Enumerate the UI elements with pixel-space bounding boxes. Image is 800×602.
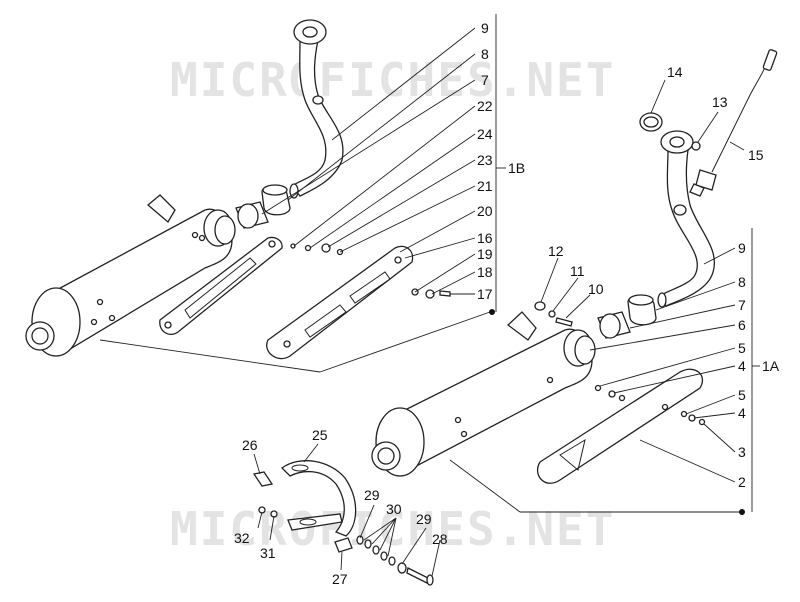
label-4-upper: 4 [738,358,746,374]
label-8-1a: 8 [738,274,746,290]
label-5-upper: 5 [738,340,746,356]
label-32: 32 [234,530,250,546]
label-31: 31 [260,545,276,561]
label-24: 24 [477,126,493,142]
muffler-1a [371,311,596,477]
heat-shield-1a [536,368,704,484]
label-9-1b: 9 [481,20,489,36]
label-1b: 1B [508,160,525,176]
label-29-right: 29 [416,511,432,527]
leader-lines-1b [99,14,506,373]
label-1a: 1A [762,358,780,374]
label-8-1b: 8 [481,46,489,62]
bolt-28 [406,567,434,586]
label-27: 27 [332,571,348,587]
label-30: 30 [386,501,402,517]
label-15: 15 [748,147,764,163]
label-18: 18 [477,264,493,280]
label-20: 20 [477,203,493,219]
label-7-1b: 7 [481,72,489,88]
hardware-1a-top [534,301,573,327]
label-7-1a: 7 [738,297,746,313]
muffler-1b [25,194,236,357]
nut-13 [691,141,701,151]
watermark-bottom: MICROFICHES.NET [170,502,615,556]
clamp-1b [261,184,291,216]
label-25: 25 [312,427,328,443]
label-11: 11 [570,263,585,279]
heat-shield-bracket-1b [159,236,283,335]
label-22: 22 [477,98,493,114]
leader-lines-1a [449,79,760,513]
label-28: 28 [432,531,448,547]
label-23: 23 [477,152,493,168]
watermark-top: MICROFICHES.NET [170,53,615,107]
label-16: 16 [477,230,493,246]
leader-dot-1b [489,309,495,315]
heat-shield-1b [266,245,414,360]
leader-dot-1a [739,509,745,515]
clamp-1a [627,294,657,326]
washers-30 [356,535,407,574]
label-9-1a: 9 [738,240,746,256]
gasket-1b [235,201,269,229]
label-26: 26 [242,437,258,453]
label-3: 3 [738,444,746,460]
label-6: 6 [738,317,746,333]
label-2: 2 [738,474,746,490]
label-4-lower: 4 [738,405,746,421]
spacer-27 [334,537,353,553]
label-12: 12 [548,243,564,259]
label-29-left: 29 [364,487,380,503]
gasket-1a [597,311,631,339]
label-19: 19 [477,246,493,262]
o-ring-14 [639,112,663,132]
label-14: 14 [667,64,683,80]
header-pipe-1b [289,19,344,199]
oxygen-sensor-15 [689,49,778,197]
pin-26 [252,471,274,487]
label-5-lower: 5 [738,387,746,403]
label-17: 17 [477,286,493,302]
label-10: 10 [588,281,604,297]
label-21: 21 [477,178,493,194]
leader-lines-lower [253,443,441,577]
header-pipe-1a [657,130,715,308]
label-13: 13 [712,94,728,110]
bracket-strap-25 [281,460,357,537]
